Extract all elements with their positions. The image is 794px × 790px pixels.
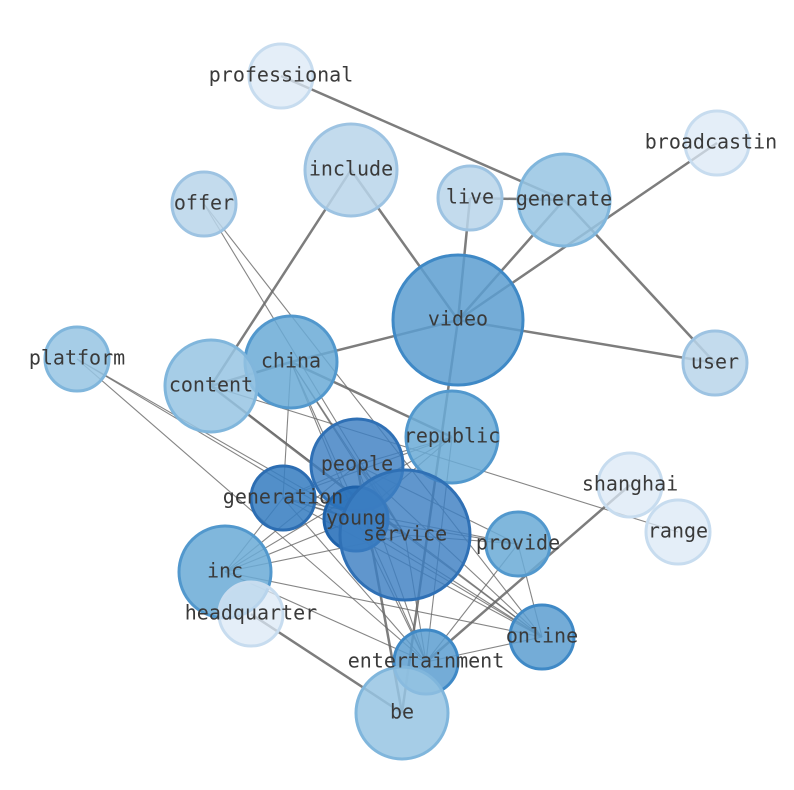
node-broadcastin[interactable] — [683, 109, 751, 177]
node-label-generation: generation — [223, 485, 343, 509]
edge-generation-entertainment — [282, 497, 427, 663]
node-label-content: content — [169, 373, 253, 397]
node-label-be: be — [390, 700, 414, 724]
node-video[interactable] — [391, 253, 525, 387]
node-offer[interactable] — [170, 170, 238, 238]
node-label-young: young — [326, 506, 386, 530]
node-label-service: service — [363, 522, 447, 546]
node-generate[interactable] — [516, 152, 612, 248]
node-provide[interactable] — [484, 510, 552, 578]
node-label-china: china — [261, 349, 321, 373]
node-label-user: user — [691, 350, 739, 374]
node-generation[interactable] — [249, 464, 317, 532]
node-shanghai[interactable] — [596, 451, 664, 519]
node-platform[interactable] — [43, 325, 111, 393]
node-label-republic: republic — [404, 424, 500, 448]
node-label-online: online — [506, 624, 578, 648]
nodes-layer — [43, 42, 751, 761]
node-service[interactable] — [338, 468, 472, 602]
edge-inc-online — [224, 571, 543, 638]
node-live[interactable] — [436, 164, 504, 232]
node-label-provide: provide — [476, 531, 560, 555]
node-label-shanghai: shanghai — [582, 472, 678, 496]
node-headquarter[interactable] — [217, 580, 285, 648]
node-professional[interactable] — [247, 42, 315, 110]
node-label-generate: generate — [516, 187, 612, 211]
node-range[interactable] — [644, 498, 712, 566]
edge-platform-entertainment — [76, 358, 427, 663]
node-label-inc: inc — [207, 559, 243, 583]
node-user[interactable] — [681, 329, 749, 397]
node-label-live: live — [446, 185, 494, 209]
node-label-offer: offer — [174, 191, 234, 215]
node-content[interactable] — [163, 338, 259, 434]
node-label-platform: platform — [29, 346, 125, 370]
node-label-headquarter: headquarter — [185, 601, 317, 625]
node-label-professional: professional — [209, 63, 354, 87]
node-republic[interactable] — [404, 389, 500, 485]
node-label-range: range — [648, 519, 708, 543]
node-include[interactable] — [303, 122, 399, 218]
labels-layer: professional broadcastin include live genera… — [29, 63, 777, 724]
node-label-entertainment: entertainment — [348, 649, 505, 673]
node-label-video: video — [428, 307, 488, 331]
node-label-include: include — [309, 157, 393, 181]
node-label-broadcastin: broadcastin — [645, 130, 777, 154]
edge-professional-generate — [280, 74, 565, 202]
node-label-people: people — [321, 452, 393, 476]
node-be[interactable] — [354, 665, 450, 761]
node-online[interactable] — [508, 603, 576, 671]
